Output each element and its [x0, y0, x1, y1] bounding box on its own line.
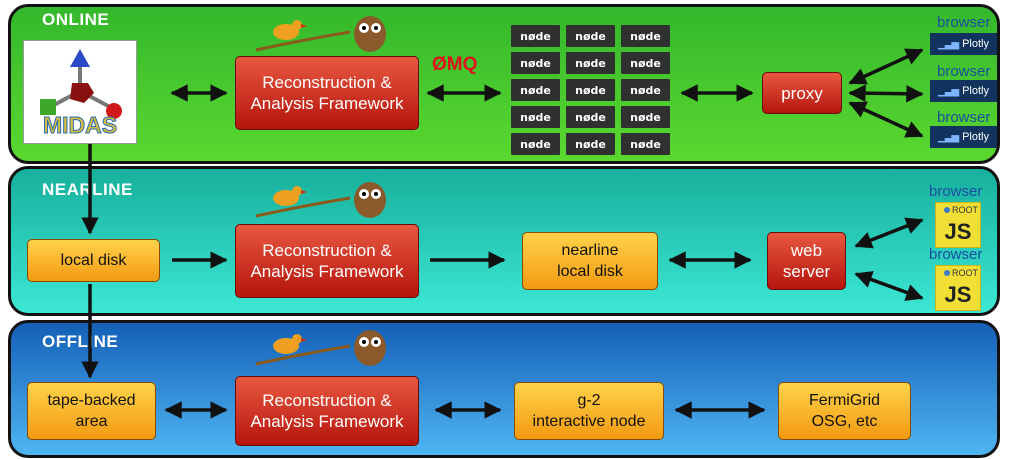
local-disk-box: local disk [27, 239, 160, 282]
browser-label: browser [937, 14, 991, 31]
node-icon: nøde [511, 133, 560, 155]
browser-label: browser [929, 246, 983, 263]
node-icon: nøde [621, 133, 670, 155]
framework-line-2: Analysis Framework [250, 94, 404, 113]
bird-and-owl-icon [255, 16, 386, 52]
offline-title: OFFLINE [42, 332, 119, 351]
browser-label: browser [937, 109, 991, 126]
plotly-card: ▁▃▅Plotly [930, 126, 997, 148]
node-icon: nøde [566, 79, 615, 101]
browser-label: browser [929, 183, 983, 200]
node-icon: nøde [621, 106, 670, 128]
node-icon: nøde [566, 52, 615, 74]
node-icon: nøde [511, 106, 560, 128]
online-title: ONLINE [42, 10, 110, 29]
framework-line-2: Analysis Framework [250, 262, 404, 281]
node-icon: nøde [621, 52, 670, 74]
plotly-bars-icon: ▁▃▅ [938, 85, 959, 97]
proxy-box: proxy [762, 72, 842, 114]
g2-node-box: g-2 interactive node [514, 382, 664, 440]
framework-line-1: Reconstruction & [262, 73, 392, 92]
bird-and-owl-icon [255, 182, 386, 218]
midas-logo-text: MIDAS [42, 112, 118, 139]
framework-line-1: Reconstruction & [262, 391, 392, 410]
node-icon: nøde [566, 133, 615, 155]
framework-line-1: Reconstruction & [262, 241, 392, 260]
nearline-framework-box: Reconstruction & Analysis Framework [235, 224, 419, 298]
zeromq-label: ØMQ [432, 54, 478, 75]
node-icon: nøde [621, 79, 670, 101]
bird-and-owl-icon [255, 330, 386, 366]
plotly-card: ▁▃▅Plotly [930, 80, 997, 102]
molecule-icon [40, 49, 122, 119]
nearline-disk-box: nearline local disk [522, 232, 658, 290]
plotly-card: ▁▃▅Plotly [930, 33, 997, 55]
web-server-box: web server [767, 232, 846, 290]
plotly-bars-icon: ▁▃▅ [938, 131, 959, 143]
online-framework-box: Reconstruction & Analysis Framework [235, 56, 419, 130]
node-icon: nøde [566, 106, 615, 128]
nearline-title: NEARLINE [42, 180, 133, 199]
tape-area-box: tape-backed area [27, 382, 156, 440]
node-icon: nøde [511, 79, 560, 101]
node-icon: nøde [511, 52, 560, 74]
node-icon: nøde [511, 25, 560, 47]
plotly-bars-icon: ▁▃▅ [938, 38, 959, 50]
midas-logo: MIDAS [23, 40, 137, 144]
node-icon: nøde [621, 25, 670, 47]
offline-framework-box: Reconstruction & Analysis Framework [235, 376, 419, 446]
fermigrid-box: FermiGrid OSG, etc [778, 382, 911, 440]
framework-line-2: Analysis Framework [250, 412, 404, 431]
browser-label: browser [937, 63, 991, 80]
node-icon: nøde [566, 25, 615, 47]
